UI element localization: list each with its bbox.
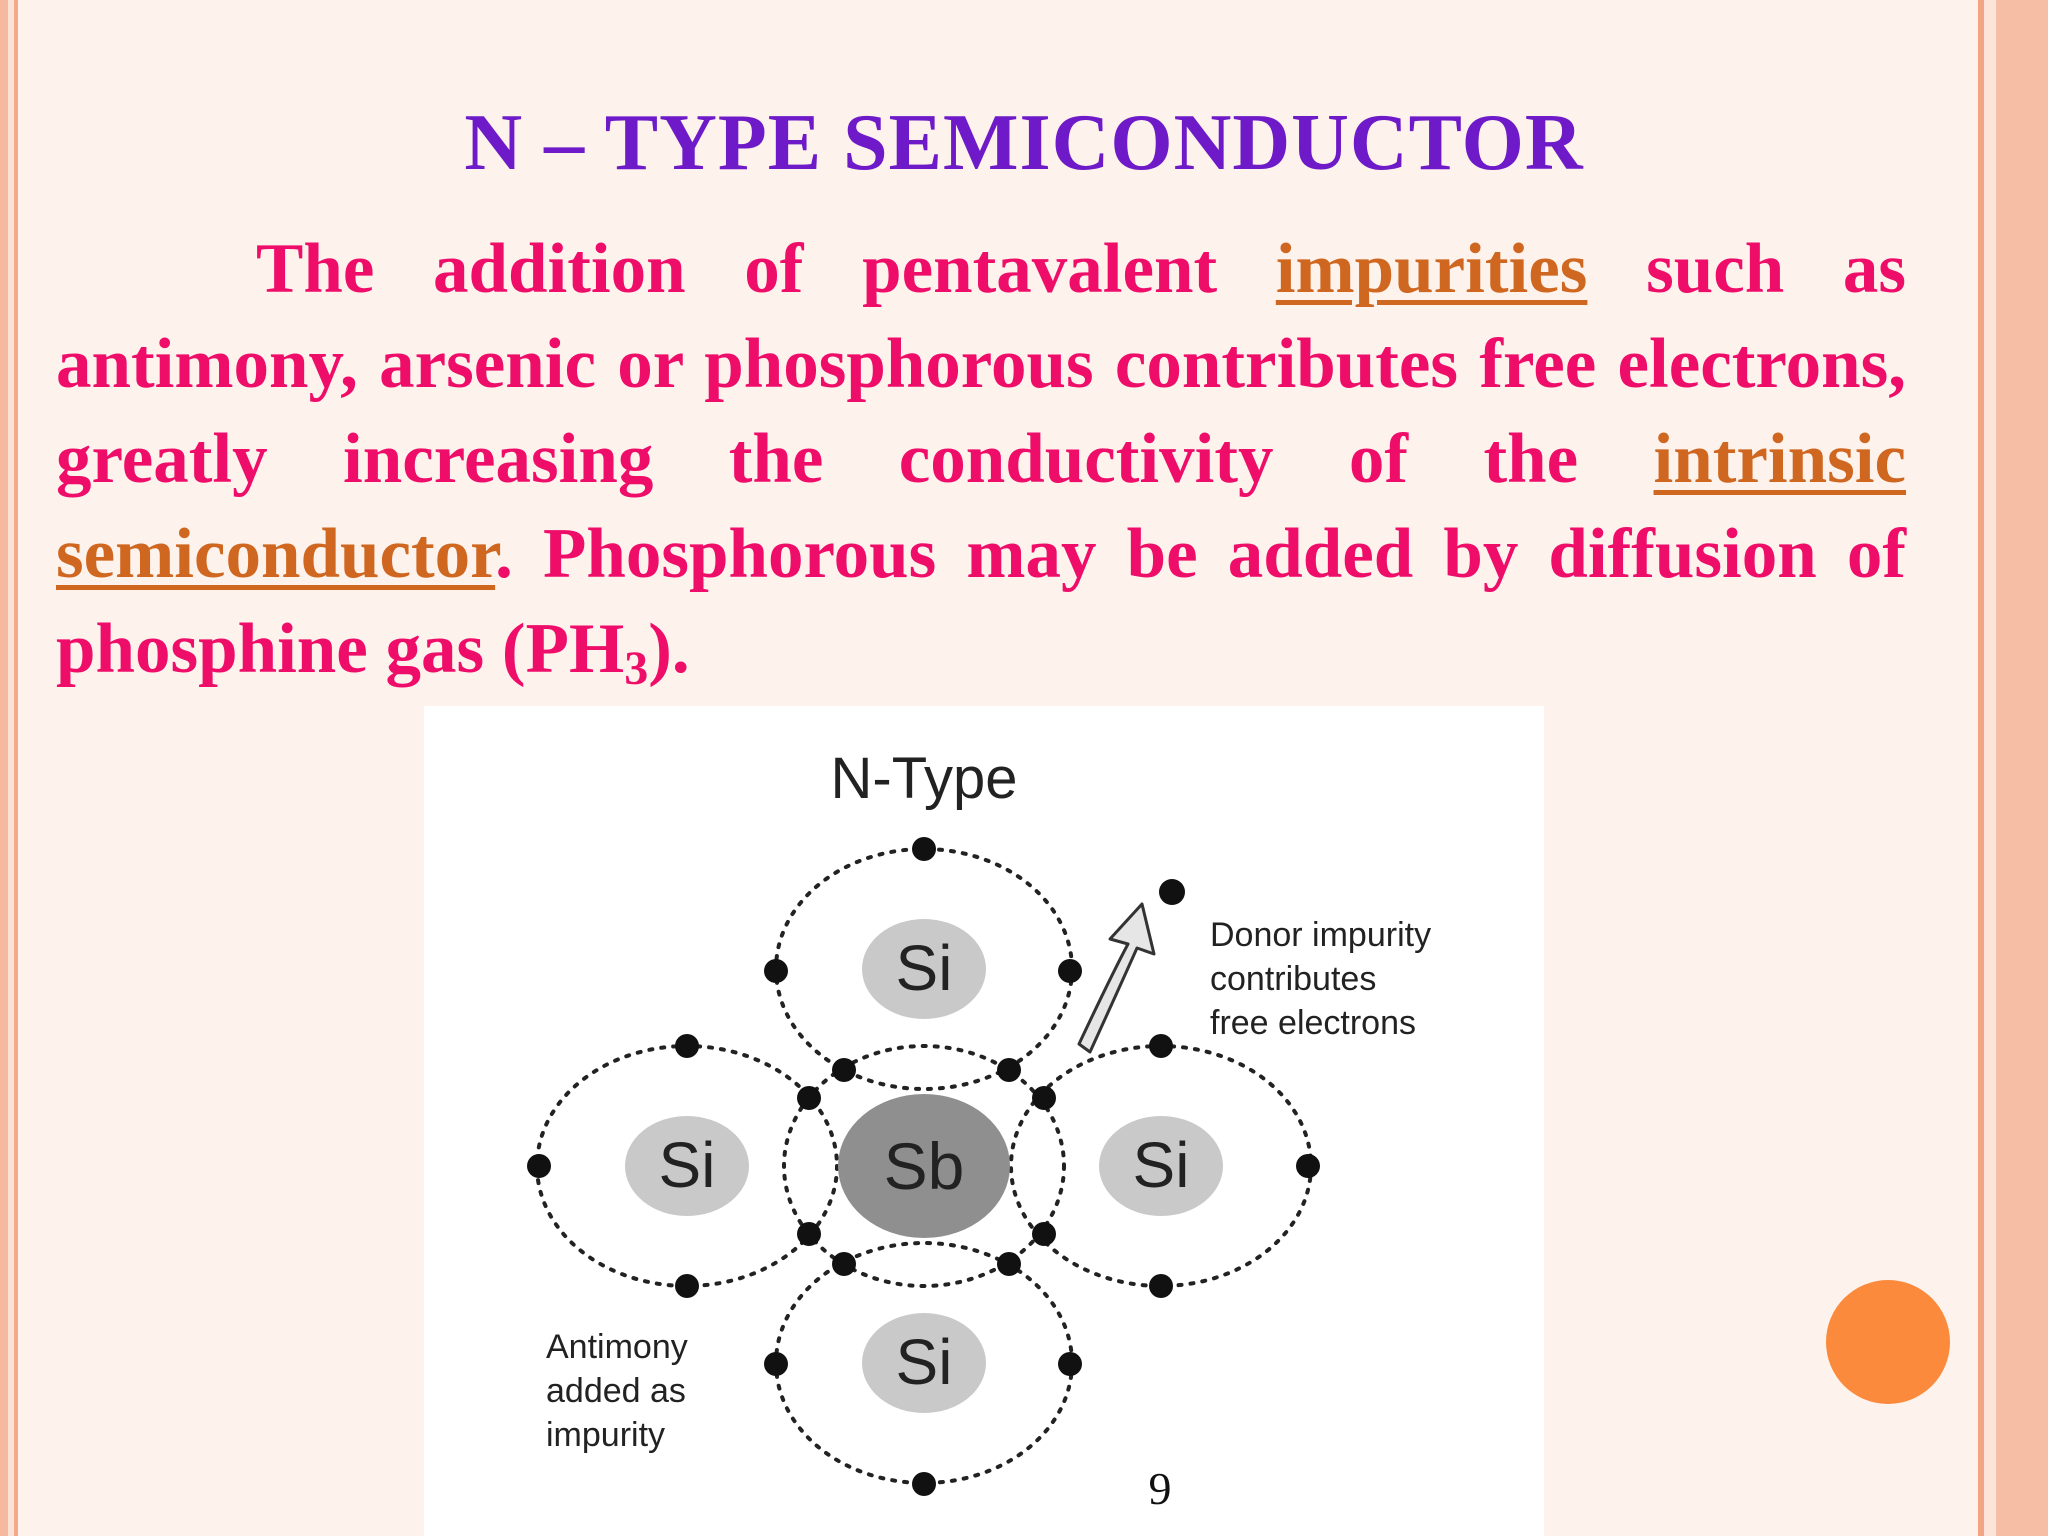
donor-label-line-3: free electrons [1210, 1004, 1416, 1042]
slide-title: N – TYPE SEMICONDUCTOR [464, 99, 1584, 187]
electron [997, 1058, 1021, 1082]
left-atom: Si [625, 1116, 749, 1216]
electron [1058, 1352, 1082, 1376]
paragraph-text-3: . Phosphorous may be added by diffusion … [56, 515, 1906, 688]
electron [1032, 1086, 1056, 1110]
bottom-atom: Si [862, 1313, 986, 1413]
n-type-diagram: N-Type Si Si Si Si Sb [527, 746, 1441, 1496]
center-atom: Sb [838, 1094, 1010, 1238]
paragraph-text-4: ). [648, 610, 690, 688]
electron [912, 837, 936, 861]
electron [1296, 1154, 1320, 1178]
svg-text:Si: Si [659, 1129, 716, 1201]
antimony-label-line-1: Antimony [546, 1328, 688, 1366]
electron [912, 1472, 936, 1496]
electron [797, 1086, 821, 1110]
donor-label-line-2: contributes [1210, 960, 1376, 998]
electron [1149, 1274, 1173, 1298]
intrinsic-semiconductor-link[interactable]: intrinsic semiconductor [56, 420, 1906, 593]
electron [832, 1058, 856, 1082]
electron [764, 959, 788, 983]
electron [1058, 959, 1082, 983]
free-electron [1159, 879, 1185, 905]
diagram-panel: N-Type Si Si Si Si Sb [424, 706, 1544, 1536]
decorative-circle [1826, 1280, 1950, 1404]
diagram-title: N-Type [831, 746, 1018, 811]
antimony-label: Antimony added as impurity [546, 1328, 697, 1454]
antimony-label-line-3: impurity [546, 1416, 665, 1454]
top-atom: Si [862, 919, 986, 1019]
impurities-link[interactable]: impurities [1275, 230, 1588, 308]
left-border [0, 0, 24, 1536]
paragraph-text-1: The addition of pentavalent [256, 230, 1276, 308]
electron [764, 1352, 788, 1376]
right-border [1964, 0, 2048, 1536]
right-atom: Si [1099, 1116, 1223, 1216]
electron [797, 1222, 821, 1246]
electron [997, 1252, 1021, 1276]
subscript-3: 3 [624, 642, 649, 695]
svg-text:Sb: Sb [884, 1129, 965, 1203]
antimony-label-line-2: added as [546, 1372, 686, 1410]
electron [527, 1154, 551, 1178]
svg-text:Si: Si [896, 1326, 953, 1398]
arrow-icon [1077, 902, 1156, 1054]
donor-label-line-1: Donor impurity [1210, 916, 1431, 954]
donor-label: Donor impurity contributes free electron… [1210, 916, 1441, 1042]
body-paragraph: The addition of pentavalent impurities s… [56, 222, 1906, 697]
electron [675, 1034, 699, 1058]
svg-text:Si: Si [1133, 1129, 1190, 1201]
electron [832, 1252, 856, 1276]
page-number: 9 [1148, 1463, 1172, 1514]
paragraph-text-2: such as antimony, arsenic or phosphorous… [56, 230, 1906, 498]
svg-text:Si: Si [896, 932, 953, 1004]
electron [675, 1274, 699, 1298]
center-orbit [782, 1044, 1066, 1288]
electron [1032, 1222, 1056, 1246]
electron [1149, 1034, 1173, 1058]
